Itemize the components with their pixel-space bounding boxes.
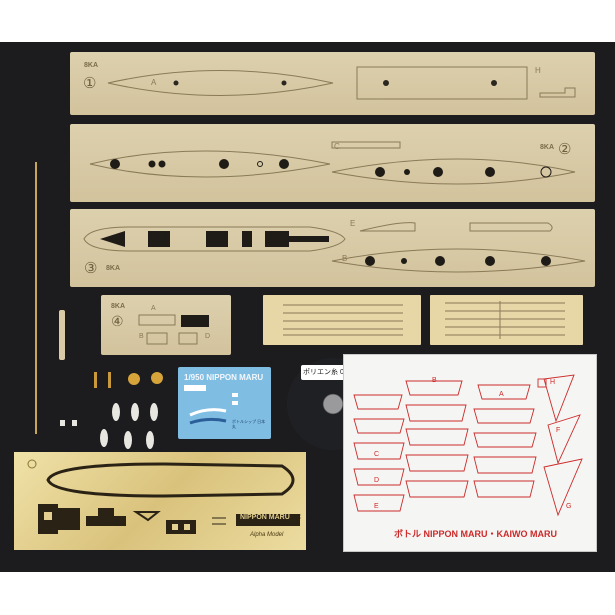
white-part xyxy=(150,403,158,421)
sheet-1-label-a: A xyxy=(151,78,157,87)
sail-letter: B xyxy=(432,377,437,384)
sheet-4-number: ④ xyxy=(111,313,124,329)
sheet-2-cutouts xyxy=(89,141,576,185)
etch-letter: C xyxy=(296,514,302,521)
brass-pin xyxy=(108,372,111,388)
sheet-3-code: 8KA xyxy=(106,265,121,272)
thread-label: ポリエン糸 0.3mm xyxy=(303,369,362,376)
sheet-1-label-h: H xyxy=(535,66,541,75)
brass-fitting xyxy=(151,372,163,384)
white-part xyxy=(100,429,108,447)
sheet-4-label-d: D xyxy=(205,333,211,340)
etch-brand: Alpha Model xyxy=(250,532,284,538)
sheet-2-code: 8KA xyxy=(540,144,555,151)
wood-sheet-1: 8KA ① A H xyxy=(70,52,595,115)
sheet-4-code: 8KA xyxy=(111,303,126,310)
sail-patterns xyxy=(353,374,583,517)
decal-sheet: 1/950 NIPPON MARU ボトルシップ 日本丸 xyxy=(178,367,271,439)
sail-letter: F xyxy=(556,427,561,434)
wood-sheet-4: 8KA ④ A B D xyxy=(101,295,231,355)
white-part xyxy=(124,431,132,449)
sail-letter: A xyxy=(499,391,504,398)
sail-letter: E xyxy=(374,503,379,510)
decal-small-text: ボトルシップ 日本丸 xyxy=(232,419,266,429)
sheet-4-label-b: B xyxy=(139,333,144,340)
sheet-1-number: ① xyxy=(83,75,97,92)
sail-caption: ボトル NIPPON MARU・KAIWO MARU xyxy=(394,529,557,539)
decal-artwork xyxy=(184,385,238,425)
white-part xyxy=(131,403,139,421)
decal-title: 1/950 NIPPON MARU xyxy=(184,373,264,382)
white-part xyxy=(72,420,77,426)
brass-pin xyxy=(94,372,97,388)
sheet-2-number: ② xyxy=(558,141,572,158)
sail-letter: H xyxy=(550,379,556,386)
white-part xyxy=(112,403,120,421)
sheet-3-number: ③ xyxy=(84,260,98,277)
sheet-4-cutouts xyxy=(138,314,209,345)
white-part xyxy=(146,431,154,449)
white-part xyxy=(60,420,65,426)
wood-sheet-2: 8KA ② C xyxy=(70,124,595,202)
wood-strip-plate-1 xyxy=(263,295,421,345)
sheet-3-cutouts xyxy=(83,222,586,273)
strip-plate-2-lines xyxy=(445,301,565,339)
sheet-2-label-c: C xyxy=(334,142,340,151)
etch-plate-mark: NIPPON MARU xyxy=(240,514,290,521)
wood-strip-plate-2 xyxy=(430,295,583,345)
sail-letter: G xyxy=(566,503,572,510)
sheet-1-cutouts xyxy=(107,66,576,100)
brass-etch-parts xyxy=(27,459,300,534)
sheet-4-label-a: A xyxy=(151,305,156,312)
wood-sheet-3: 8KA ③ B E xyxy=(70,209,595,287)
sail-letter: D xyxy=(374,477,380,484)
brass-fitting xyxy=(128,373,140,385)
sheet-1-code: 8KA xyxy=(84,62,99,69)
strip-plate-1-lines xyxy=(283,304,403,336)
sail-letter: C xyxy=(374,451,380,458)
paper-sail-sheet: B A C D E F G H ボトル NIPPON MARU・KAIWO MA… xyxy=(343,354,597,552)
sheet-3-label-e: E xyxy=(350,219,356,228)
wood-dowel xyxy=(59,310,65,360)
etched-brass-plate: NIPPON MARU C Alpha Model xyxy=(14,452,306,550)
brass-rod xyxy=(35,162,37,434)
